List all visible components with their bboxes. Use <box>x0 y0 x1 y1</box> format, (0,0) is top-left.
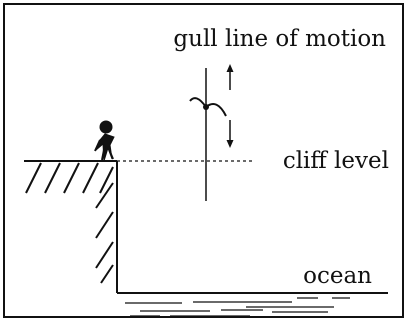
gull-icon <box>190 98 226 116</box>
arrow-down-icon <box>227 120 234 148</box>
arrow-up-icon <box>227 64 234 90</box>
stick-figure-icon <box>95 121 114 162</box>
cliff-level-label: cliff level <box>283 148 389 174</box>
figure-head <box>100 121 113 134</box>
cliff-top-hatching <box>26 163 113 193</box>
ocean-waves <box>125 298 350 316</box>
ocean-label: ocean <box>303 263 372 289</box>
cliff-face-hatching <box>96 183 113 283</box>
gull-motion-label: gull line of motion <box>173 26 386 52</box>
